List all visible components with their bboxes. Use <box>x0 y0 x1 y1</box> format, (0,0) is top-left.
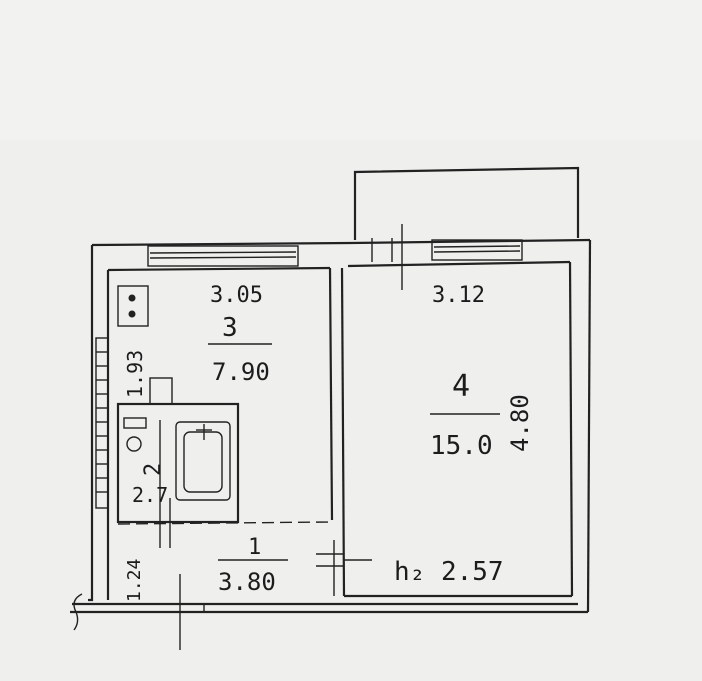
stove-icon <box>117 285 149 327</box>
kitchen-width-label: 3.05 <box>210 283 263 308</box>
room-width-label: 3.12 <box>432 283 485 308</box>
side-dimensions: 1.93 1.24 <box>123 350 147 602</box>
kitchen-depth-label: 1.93 <box>123 350 147 398</box>
hall-depth-label: 1.24 <box>124 559 145 602</box>
room-1-area: 3.80 <box>218 568 276 596</box>
bathroom <box>116 377 240 548</box>
door-marks <box>179 540 372 650</box>
room-3-area: 7.90 <box>212 358 270 386</box>
room-2-area: 2.7 <box>132 483 168 507</box>
balcony-door <box>371 224 403 290</box>
room-1-label: 1 3.80 <box>218 535 288 596</box>
inner-walls <box>106 260 574 600</box>
radiator <box>95 337 109 509</box>
outer-walls <box>70 238 592 631</box>
room-4-label: 3.12 4 15.0 4.80 <box>430 283 534 461</box>
paper-highlight <box>0 0 702 140</box>
room-2-number: 2 <box>141 463 166 476</box>
room-4-area: 15.0 <box>430 431 493 461</box>
room-3-number: 3 <box>222 313 238 343</box>
room-1-number: 1 <box>248 535 261 560</box>
room-4-number: 4 <box>452 369 470 404</box>
balcony <box>353 166 580 240</box>
ceiling-height-label: h₂ 2.57 <box>394 557 504 587</box>
room-length-label: 4.80 <box>506 394 534 452</box>
room-3-label: 3.05 3 7.90 <box>208 283 272 386</box>
window-kitchen <box>147 245 299 267</box>
window-room <box>431 239 523 261</box>
room-2-label: 2 2.7 <box>132 463 168 507</box>
